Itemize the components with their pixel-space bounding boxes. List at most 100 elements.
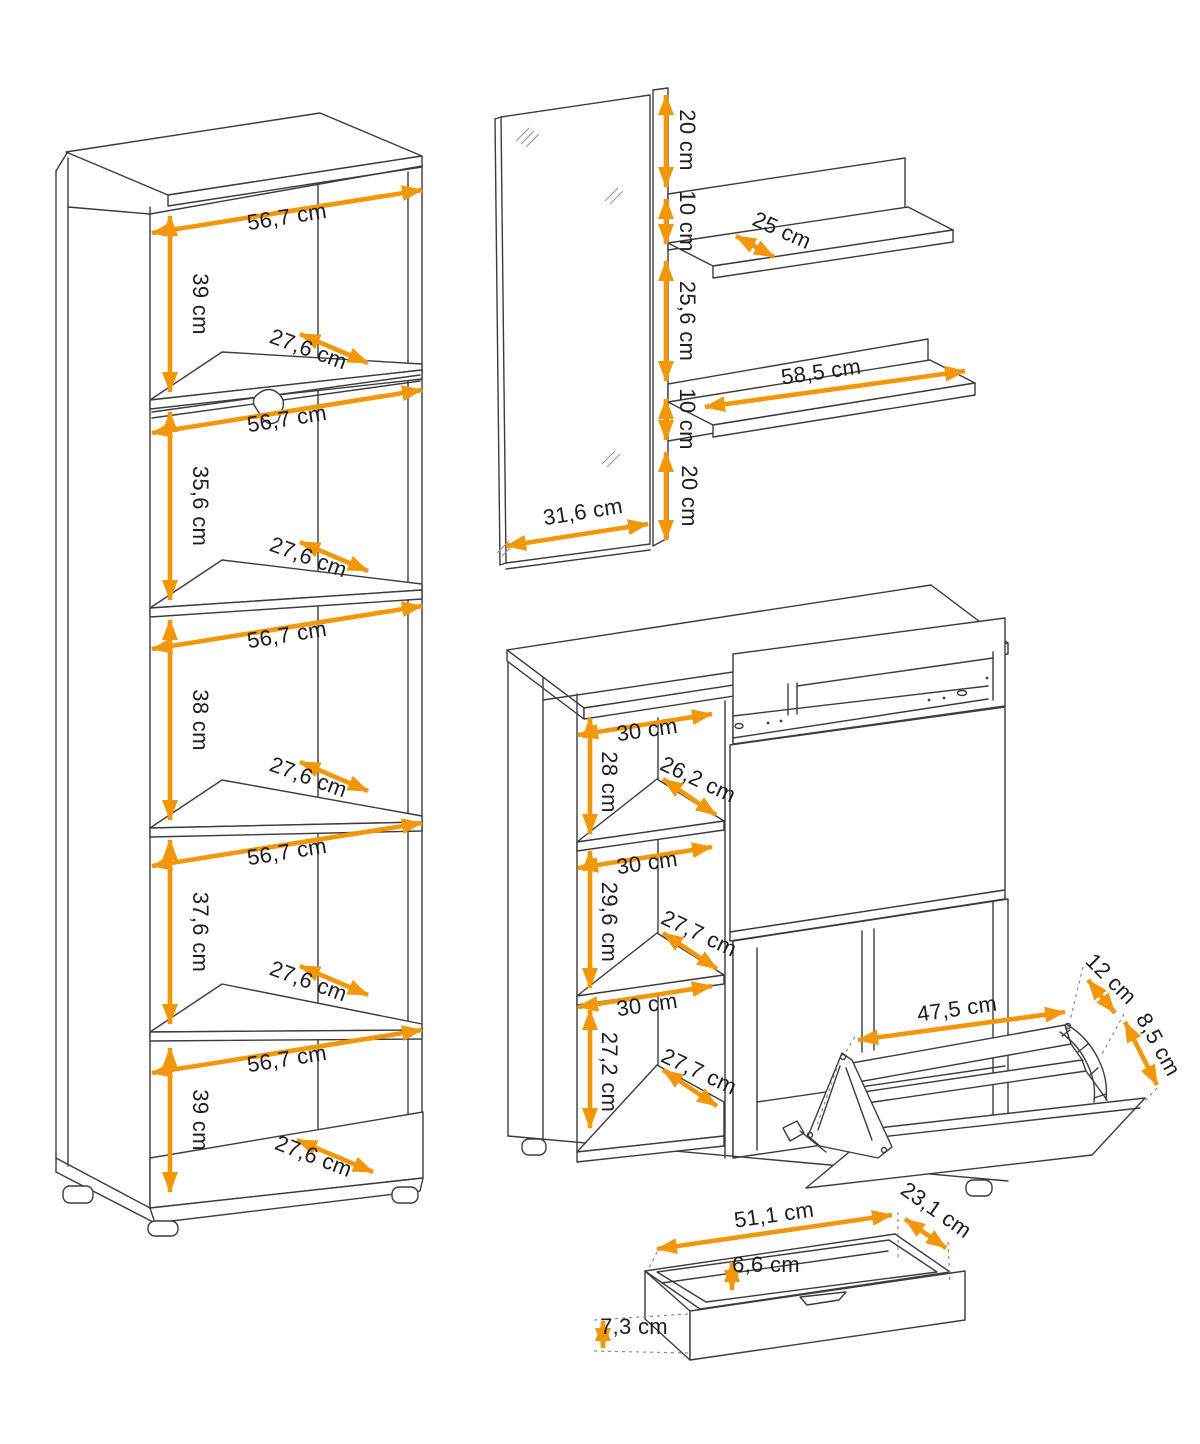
cabinet-foot [391, 1186, 419, 1204]
mirror: 31,6 cm [494, 94, 651, 570]
dim-label: 20 cm [677, 465, 702, 526]
dim-label: 7,3 cm [600, 1314, 668, 1339]
dim-label: 25,6 cm [675, 281, 700, 361]
bracket-strut [1077, 1043, 1089, 1053]
bracket-pin [806, 1131, 814, 1139]
leader-line [593, 1313, 689, 1321]
cabinet-foot [521, 1138, 547, 1156]
rail-hole [956, 689, 968, 697]
dim-arrow-width [577, 709, 713, 740]
dim-label: 29,6 cm [597, 882, 622, 962]
dim-arrow-drawer-width [656, 1209, 893, 1255]
glass-hatch-icon [601, 450, 621, 468]
dim-label: 8,5 cm [1131, 1009, 1186, 1080]
dim-label: 30 cm [615, 846, 679, 879]
dim-arrow-depth [299, 539, 369, 574]
bracket-strut [1093, 1093, 1107, 1099]
dim-arrow-mirror-width [505, 519, 649, 551]
dim-label: 35,6 cm [188, 466, 213, 546]
dim-arrow-shelf-depth [734, 233, 776, 260]
leader-line [1069, 966, 1084, 1022]
bracket-pin [839, 1053, 847, 1061]
rail-hole [779, 719, 783, 723]
dim-label: 39 cm [188, 273, 213, 334]
flap-bracket-right [1059, 1031, 1096, 1103]
mounting-rail [732, 685, 989, 717]
dim-label: 10 cm [675, 190, 700, 251]
dim-label: 56,7 cm [245, 198, 328, 235]
glass-hatch-icon [604, 187, 624, 205]
mirror-edge [494, 118, 501, 566]
dim-arrow-flap-width [857, 1006, 1066, 1046]
drawer-front [689, 1270, 966, 1361]
rail-hole [927, 698, 931, 702]
tall-cabinet: 56,7 cm 56,7 cm 56,7 cm 56,7 cm 56,7 cm … [55, 112, 424, 1237]
flap-bracket-right [1065, 1023, 1108, 1101]
dim-label: 56,7 cm [245, 1040, 328, 1077]
line-segment [55, 152, 68, 172]
drawer: 51,1 cm 23,1 cm 6,6 cm 7,3 cm [593, 1177, 976, 1361]
glass-hatch-icon [515, 127, 540, 148]
dim-arrow-flap-depth [1086, 978, 1117, 1015]
leader-line [593, 1350, 689, 1354]
dim-arrow-depth [661, 931, 719, 971]
shoe-cabinet: 30 cm 30 cm 30 cm 28 cm 29,6 cm 27,2 cm … [506, 584, 1009, 1197]
dim-label: 27,2 cm [597, 1032, 622, 1112]
drawer-handle-notch [799, 1291, 847, 1306]
dim-arrow-width [151, 818, 423, 871]
bracket-strut [817, 1065, 841, 1131]
bracket-strut [1089, 1067, 1099, 1076]
dim-arrow-depth [299, 963, 369, 998]
leader-line [1142, 1087, 1158, 1104]
dim-arrow-width [151, 185, 423, 238]
wall-shelf-unit: 20 cm 10 cm 25 cm 25,6 cm 58,5 cm 10 cm … [652, 87, 976, 547]
cabinet-foot [965, 1179, 993, 1197]
dim-label: 10 cm [675, 388, 700, 449]
line-segment [55, 1171, 156, 1224]
dim-label: 23,1 cm [896, 1177, 976, 1244]
top-slot [732, 617, 1006, 745]
rail-hole [734, 722, 744, 730]
dim-arrow-shelf-width [704, 365, 966, 413]
mirror-panel [500, 94, 651, 564]
dim-label: 56,7 cm [245, 616, 328, 653]
dim-label: 38 cm [188, 689, 213, 750]
bracket-strut [845, 1067, 873, 1141]
mounting-rail [732, 698, 989, 739]
bracket-rivet-line [815, 1061, 840, 1129]
bracket-pin [880, 1146, 888, 1154]
dim-label: 28 cm [597, 751, 622, 812]
dim-label: 6,6 cm [732, 1252, 800, 1277]
mirror-bottom-edge [505, 549, 651, 570]
flap-panel-edge [880, 1107, 1141, 1138]
shelf-top-face [149, 983, 423, 1033]
line-segment [55, 1157, 151, 1209]
dim-label: 20 cm [675, 109, 700, 170]
dim-arrow-width [577, 981, 713, 1012]
cabinet-plinth [149, 1177, 424, 1224]
rail-hole [766, 721, 770, 725]
dim-arrow-width [151, 385, 423, 438]
dim-arrow-depth [661, 1068, 719, 1108]
flap-front-panel [805, 1097, 1146, 1189]
slot-back-edge [796, 657, 994, 687]
dim-label: 56,7 cm [245, 833, 328, 870]
dim-arrow-width [151, 1025, 423, 1078]
ceiling-edge [542, 671, 734, 701]
rail-hole [985, 676, 989, 680]
upper-shelf-edge [712, 229, 954, 279]
wall-mount-bracket [782, 1120, 805, 1142]
leader-line [844, 1036, 856, 1054]
rail-hole [942, 696, 946, 700]
compartment-floor-edge [756, 1065, 1006, 1103]
cabinet-foot [62, 1185, 94, 1204]
line-segment [1070, 1043, 1084, 1062]
line-segment [499, 562, 507, 566]
dim-arrow-flap-height [1122, 1020, 1160, 1087]
dim-arrow-width [151, 601, 423, 654]
dim-arrow-depth [661, 777, 718, 817]
dim-arrow-width [577, 842, 713, 873]
drawer-floor-edge [661, 1250, 889, 1284]
